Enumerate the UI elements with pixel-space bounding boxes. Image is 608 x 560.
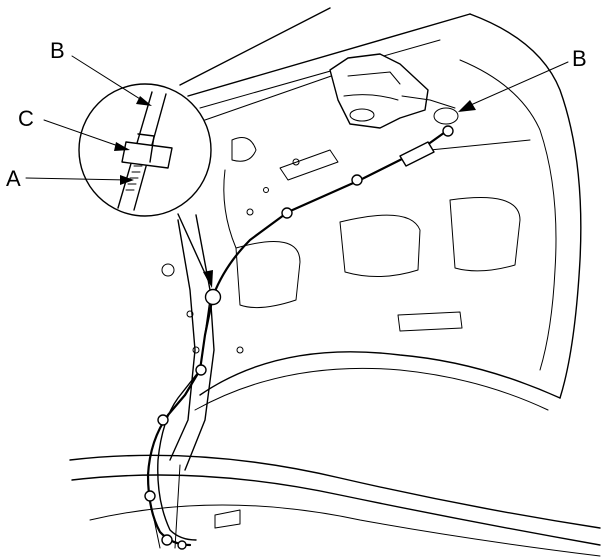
callout-b-top: B	[50, 38, 65, 63]
harness-clip	[177, 540, 187, 550]
harness-clip	[442, 125, 454, 137]
callout-b-right: B	[572, 46, 587, 71]
trunk-lid-structure	[69, 7, 601, 557]
harness-clips	[144, 125, 454, 550]
clip-block	[121, 141, 173, 169]
harness-clip-a	[204, 288, 222, 306]
harness-clip	[281, 207, 293, 219]
callout-c: C	[18, 106, 34, 131]
harness-clip	[351, 174, 363, 186]
harness-clip	[161, 534, 173, 546]
harness-clip	[195, 364, 207, 376]
harness-clip	[157, 414, 169, 426]
detail-inset	[78, 83, 213, 288]
callout-leaders	[25, 55, 569, 185]
harness-clip	[144, 490, 156, 502]
harness-tape-section	[125, 165, 143, 191]
wire-harness	[146, 128, 450, 547]
callout-a: A	[6, 166, 21, 191]
trunk-latch-assembly	[329, 53, 459, 129]
